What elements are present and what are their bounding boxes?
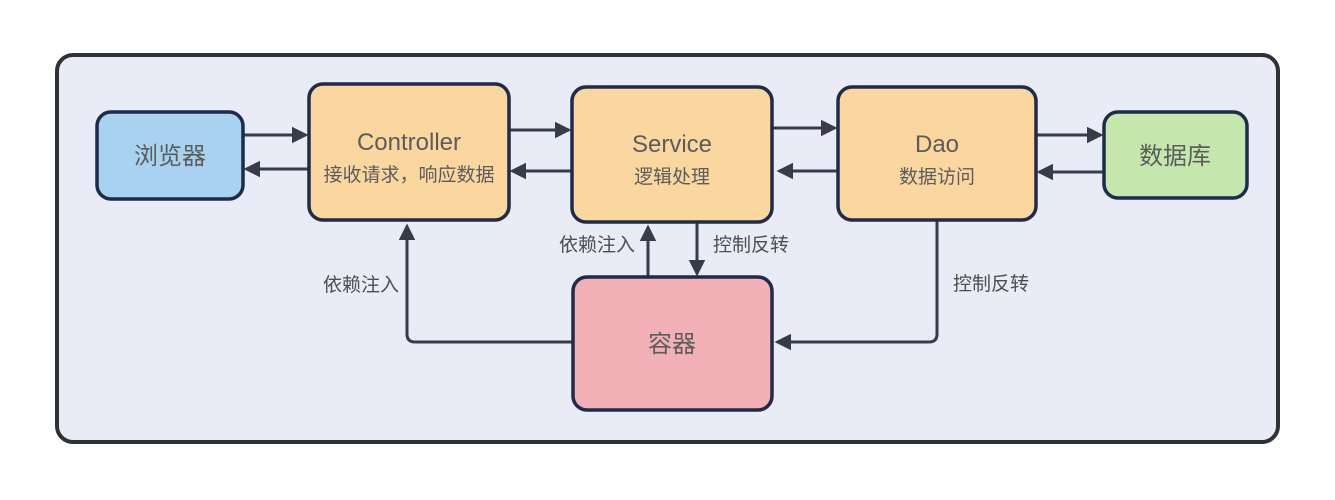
node-container: 容器 xyxy=(571,275,774,412)
controller-subtitle: 接收请求，响应数据 xyxy=(323,164,494,186)
node-database: 数据库 xyxy=(1102,110,1249,200)
browser-box xyxy=(95,110,245,201)
node-service: Service 逻辑处理 xyxy=(570,85,774,224)
browser-label: 浏览器 xyxy=(134,143,206,170)
edge-dao-to-container-ioc xyxy=(774,221,939,351)
controller-title: Controller xyxy=(357,129,461,156)
edge-labels: 依赖注入 依赖注入 控制反转 控制反转 xyxy=(323,234,1029,296)
service-title: Service xyxy=(632,131,712,158)
service-subtitle: 逻辑处理 xyxy=(634,166,710,188)
database-label: 数据库 xyxy=(1139,143,1211,170)
edges xyxy=(243,119,1104,351)
container-box xyxy=(571,275,774,412)
dao-box xyxy=(836,85,1038,222)
label-di-service: 依赖注入 xyxy=(559,234,635,256)
controller-box xyxy=(307,82,511,222)
dao-subtitle: 数据访问 xyxy=(899,166,975,188)
node-browser: 浏览器 xyxy=(95,110,245,201)
label-ioc-service: 控制反转 xyxy=(713,234,789,256)
database-box xyxy=(1102,110,1249,200)
edge-container-to-controller-di xyxy=(398,223,573,344)
container-label: 容器 xyxy=(648,331,696,358)
label-di-controller: 依赖注入 xyxy=(323,274,399,296)
label-ioc-dao: 控制反转 xyxy=(953,273,1029,295)
node-controller: Controller 接收请求，响应数据 xyxy=(307,82,511,222)
node-dao: Dao 数据访问 xyxy=(836,85,1038,222)
service-box xyxy=(570,85,774,224)
dao-title: Dao xyxy=(915,131,959,158)
